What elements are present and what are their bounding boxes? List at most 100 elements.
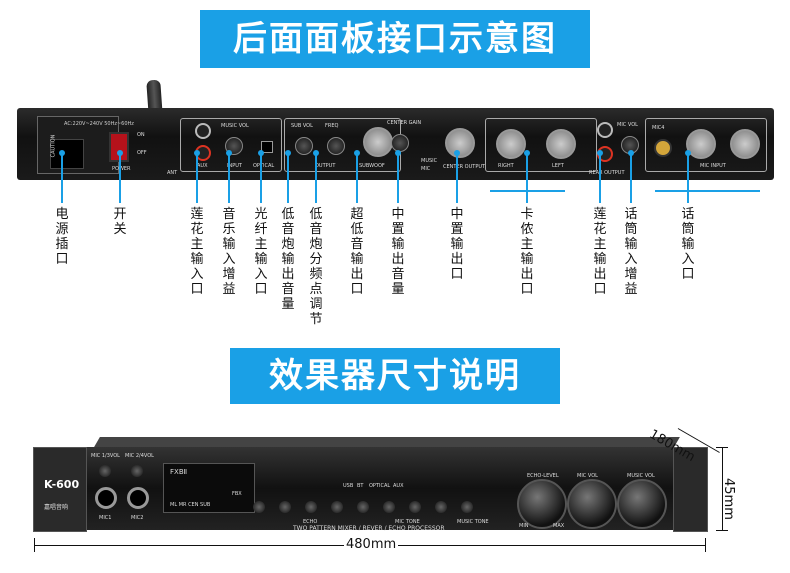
freq-text: FREQ <box>325 123 339 129</box>
dimensions-title: 效果器尺寸说明 <box>230 348 560 404</box>
music-text: MUSIC <box>421 158 438 164</box>
meter-labels-text: ML MR CEN SUB <box>170 502 211 508</box>
leader-line <box>687 153 689 203</box>
min-text: MIN <box>519 523 529 529</box>
leader-bracket <box>655 190 760 192</box>
height-tick-bottom <box>716 530 728 531</box>
optical-port-icon <box>261 141 273 153</box>
width-tick-right <box>705 538 706 552</box>
power-socket-icon <box>50 139 84 169</box>
right-text: RIGHT <box>498 163 514 169</box>
rear-label: 电源插口 <box>55 207 69 267</box>
tone-knob-icon <box>409 501 421 513</box>
rear-label: 莲花主输出口 <box>593 207 607 297</box>
leader-line <box>260 153 262 203</box>
bt-text: BT <box>357 483 364 489</box>
music-vol-big-knob-icon <box>617 479 667 529</box>
leader-line <box>228 153 230 203</box>
tone-knob-icon <box>331 501 343 513</box>
mic1-jack-icon <box>95 487 117 509</box>
ant-text: ANT <box>167 170 178 176</box>
aux-text: AUX <box>197 163 208 169</box>
model-text: FXBⅡ <box>170 468 188 476</box>
rear-output-text: REAR OUTPUT <box>589 170 625 176</box>
aux-front-text: AUX <box>393 483 404 489</box>
mic-text: MIC <box>421 166 431 172</box>
device-top <box>94 437 680 447</box>
center-gain-text: CENTER GAIN <box>387 120 422 126</box>
leader-line <box>287 153 289 203</box>
tone-knob-icon <box>435 501 447 513</box>
off-text: OFF <box>137 150 147 156</box>
rear-panel-image: AC:220V~240V 50Hz~60Hz CAUTION ON OFF PO… <box>17 108 774 180</box>
power-rating-text: AC:220V~240V 50Hz~60Hz <box>64 121 134 127</box>
freq-knob-icon <box>327 137 345 155</box>
processor-text: TWO PATTERN MIXER / REVER / ECHO PROCESS… <box>293 525 445 532</box>
main-output-section: RIGHT LEFT <box>485 118 597 172</box>
leader-line <box>599 153 601 203</box>
leader-line <box>630 153 632 203</box>
input-text: INPUT <box>227 163 242 169</box>
width-dimension: 480mm <box>346 537 397 552</box>
mic-input-section: MIC4 MIC INPUT <box>645 118 767 172</box>
music-tone-text: MUSIC TONE <box>457 519 489 525</box>
rear-label: 低音炮输出音量 <box>281 207 295 312</box>
tone-knob-icon <box>357 501 369 513</box>
leader-line <box>61 153 63 203</box>
aux-rca-white-icon <box>195 123 211 139</box>
mic2-vol-knob-icon <box>131 465 143 477</box>
optical-text: OPTICAL <box>253 163 275 169</box>
output-text: OUTPUT <box>315 163 336 169</box>
power-module: AC:220V~240V 50Hz~60Hz CAUTION <box>37 116 134 174</box>
max-text: MAX <box>553 523 565 529</box>
leader-line <box>456 153 458 203</box>
center-output-text: CENTER OUTPUT <box>443 164 486 170</box>
music-vol-front-text: MUSIC VOL <box>627 473 655 479</box>
center-output-xlr-icon <box>445 128 475 158</box>
height-line <box>722 447 723 530</box>
height-tick-top <box>716 447 728 448</box>
left-rack-ear: K-600 嘉唱音响 <box>33 447 87 532</box>
mic-tone-text: MIC TONE <box>395 519 420 525</box>
rear-label: 话筒输入增益 <box>624 207 638 297</box>
rear-label: 莲花主输入口 <box>190 207 204 297</box>
mic-jack-icon <box>654 139 672 157</box>
mic-xlr-2-icon <box>730 129 760 159</box>
leader-line <box>526 153 528 203</box>
leader-line <box>315 153 317 203</box>
sub-vol-knob-icon <box>295 137 313 155</box>
mic2-jack-icon <box>127 487 149 509</box>
mic4-text: MIC4 <box>652 125 665 131</box>
fbx-text: FBX <box>232 491 242 497</box>
leader-line <box>119 153 121 203</box>
leader-line <box>397 153 399 203</box>
rear-label: 话筒输入口 <box>681 207 695 282</box>
subwoof-section: SUB VOL FREQ OUTPUT SUBWOOF <box>284 118 401 172</box>
caution-text: CAUTION <box>50 134 57 158</box>
echo-text: ECHO <box>303 519 318 525</box>
brand-text: 嘉唱音响 <box>44 504 69 511</box>
usb-text: USB <box>343 483 354 489</box>
mic-vol-front-text: MIC VOL <box>577 473 598 479</box>
right-xlr-icon <box>496 129 526 159</box>
rear-label: 中置输出口 <box>450 207 464 282</box>
rear-label: 低音炮分频点调节 <box>309 207 323 327</box>
logo-text: K-600 <box>44 478 80 491</box>
rear-label: 光纤主输入口 <box>254 207 268 297</box>
rear-rca-white-icon <box>597 122 613 138</box>
rear-label: 中置输出音量 <box>391 207 405 297</box>
mic-vol-text: MIC VOL <box>617 122 638 128</box>
optical-front-text: OPTICAL <box>369 483 391 489</box>
mic-vol-big-knob-icon <box>567 479 617 529</box>
tone-knob-icon <box>279 501 291 513</box>
mic1-vol-text: MIC 1/3VOL <box>91 453 120 459</box>
rear-label: 音乐输入增益 <box>222 207 236 297</box>
tone-knob-icon <box>253 501 265 513</box>
level-meter: FXBⅡ ML MR CEN SUB <box>163 463 255 513</box>
width-line-right <box>398 545 705 546</box>
mic2-vol-text: MIC 2/4VOL <box>125 453 154 459</box>
rear-label: 卡侬主输出口 <box>520 207 534 297</box>
tone-knob-icon <box>461 501 473 513</box>
mic2-text: MIC2 <box>131 515 144 521</box>
height-dimension: 45mm <box>721 478 736 520</box>
